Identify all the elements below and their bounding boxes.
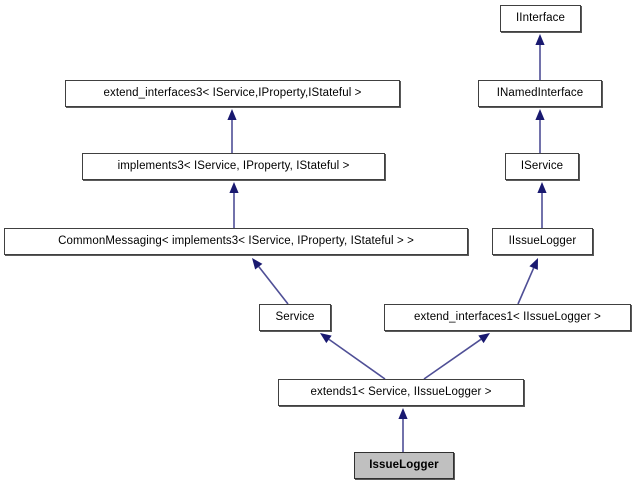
class-node-service[interactable]: Service: [259, 304, 331, 331]
class-node-commonmessaging[interactable]: CommonMessaging< implements3< IService, …: [4, 228, 468, 255]
inheritance-arrow-extends1-to-service: [320, 333, 386, 380]
class-node-implements3[interactable]: implements3< IService, IProperty, IState…: [82, 153, 385, 180]
class-node-label: INamedInterface: [496, 86, 584, 99]
arrow-stem: [517, 267, 535, 305]
class-node-extend_interfaces3[interactable]: extend_interfaces3< IService,IProperty,I…: [65, 80, 400, 107]
arrow-head: [535, 109, 545, 120]
class-node-label: IssueLogger: [369, 458, 439, 471]
inheritance-arrow-extends1-to-extend_interfaces1: [423, 333, 490, 380]
arrow-head: [535, 34, 545, 45]
arrow-head: [227, 109, 237, 120]
inheritance-arrow-inamedinterface-to-iinterface: [535, 34, 545, 80]
inheritance-arrow-commonmessaging-to-implements3: [229, 182, 239, 228]
arrow-head: [537, 182, 547, 193]
class-node-extends1[interactable]: extends1< Service, IIssueLogger >: [278, 379, 524, 406]
class-node-label: implements3< IService, IProperty, IState…: [117, 159, 350, 172]
arrow-stem: [423, 338, 482, 380]
class-node-iinterface[interactable]: IInterface: [500, 5, 581, 32]
arrow-head: [398, 408, 408, 419]
class-node-iservice[interactable]: IService: [505, 153, 579, 180]
class-node-inamedinterface[interactable]: INamedInterface: [478, 80, 602, 107]
arrow-stem: [258, 266, 289, 305]
inheritance-arrow-iissuelogger-to-iservice: [537, 182, 547, 228]
arrow-head: [252, 258, 263, 270]
arrow-stem: [328, 338, 386, 380]
class-node-iissuelogger[interactable]: IIssueLogger: [492, 228, 593, 255]
arrow-head: [478, 333, 490, 344]
class-node-label: CommonMessaging< implements3< IService, …: [58, 234, 414, 247]
class-node-label: IInterface: [516, 11, 565, 24]
arrow-head: [229, 182, 239, 193]
inheritance-arrow-issuelogger-to-extends1: [398, 408, 408, 452]
inheritance-arrow-extend_interfaces1-to-iissuelogger: [517, 258, 538, 305]
class-node-label: extend_interfaces3< IService,IProperty,I…: [103, 86, 362, 99]
class-node-issuelogger[interactable]: IssueLogger: [354, 452, 454, 479]
inheritance-arrow-implements3-to-extend_interfaces3: [227, 109, 237, 153]
class-node-extend_interfaces1[interactable]: extend_interfaces1< IIssueLogger >: [384, 304, 631, 331]
class-node-label: IIssueLogger: [508, 234, 577, 247]
inheritance-arrow-service-to-commonmessaging: [252, 258, 289, 305]
arrow-head: [529, 258, 538, 270]
inheritance-arrow-iservice-to-inamedinterface: [535, 109, 545, 153]
class-node-label: extend_interfaces1< IIssueLogger >: [414, 310, 601, 323]
class-node-label: extends1< Service, IIssueLogger >: [310, 385, 492, 398]
arrow-head: [320, 333, 332, 344]
class-node-label: Service: [275, 310, 315, 323]
class-node-label: IService: [520, 159, 564, 172]
